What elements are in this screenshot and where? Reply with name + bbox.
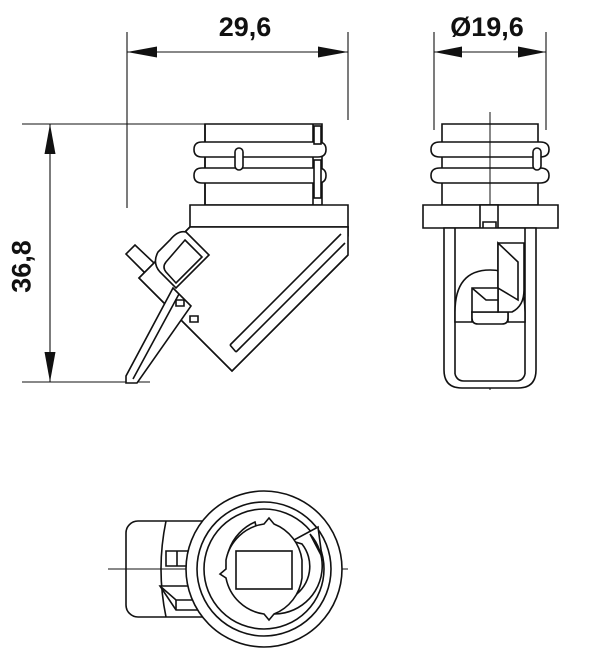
side-view-bevel-cap — [229, 344, 237, 353]
bottom-view — [108, 490, 348, 648]
dimension-width-text: 29,6 — [218, 12, 272, 42]
side-collar-rib-1 — [193, 141, 327, 158]
side-view-blade-notch-2 — [189, 315, 199, 323]
side-view-bevel-line-a — [229, 233, 342, 346]
dimension-29-6-group — [126, 32, 349, 208]
arrowhead-left — [127, 46, 157, 58]
dimension-diameter-text: Ø19,6 — [450, 12, 524, 42]
side-collar-slot-center — [234, 147, 244, 171]
side-view-tab-inner — [163, 238, 204, 285]
arrowhead-dia-right — [518, 46, 546, 58]
side-view — [124, 123, 349, 384]
side-collar-notch-lower — [313, 159, 322, 199]
side-view-collar-body — [204, 123, 323, 206]
side-view-blade-notch-1 — [175, 299, 185, 307]
dimension-label-width: 29,6 — [200, 12, 290, 43]
dimension-height-text: 36,8 — [6, 240, 37, 293]
dimension-label-diameter: Ø19,6 — [432, 12, 542, 43]
dimension-36-8-group — [22, 123, 216, 383]
side-collar-rib-2 — [193, 167, 327, 184]
side-view-flange — [189, 204, 349, 228]
arrowhead-bottom — [44, 352, 56, 382]
front-view-ramp-face — [497, 241, 519, 302]
dimension-19-6-group — [433, 32, 547, 130]
front-collar-slot-right — [532, 147, 542, 171]
bottom-view-locking-ring — [225, 520, 324, 615]
side-view-bevel-line-b — [235, 242, 346, 353]
arrowhead-dia-left — [434, 46, 462, 58]
dimension-label-height: 36,8 — [7, 217, 38, 317]
side-view-blade-centerline — [132, 293, 180, 380]
front-view-step-edge — [471, 287, 498, 301]
bottom-view-keyway-rect — [235, 550, 293, 590]
arrowhead-top — [44, 124, 56, 154]
front-view-latch-tab — [471, 311, 509, 325]
arrowhead-right — [318, 46, 348, 58]
front-view — [422, 112, 559, 390]
side-collar-notch-upper — [313, 125, 322, 145]
side-view-blade — [125, 286, 193, 384]
front-view-body-bottom-arc — [454, 373, 526, 382]
